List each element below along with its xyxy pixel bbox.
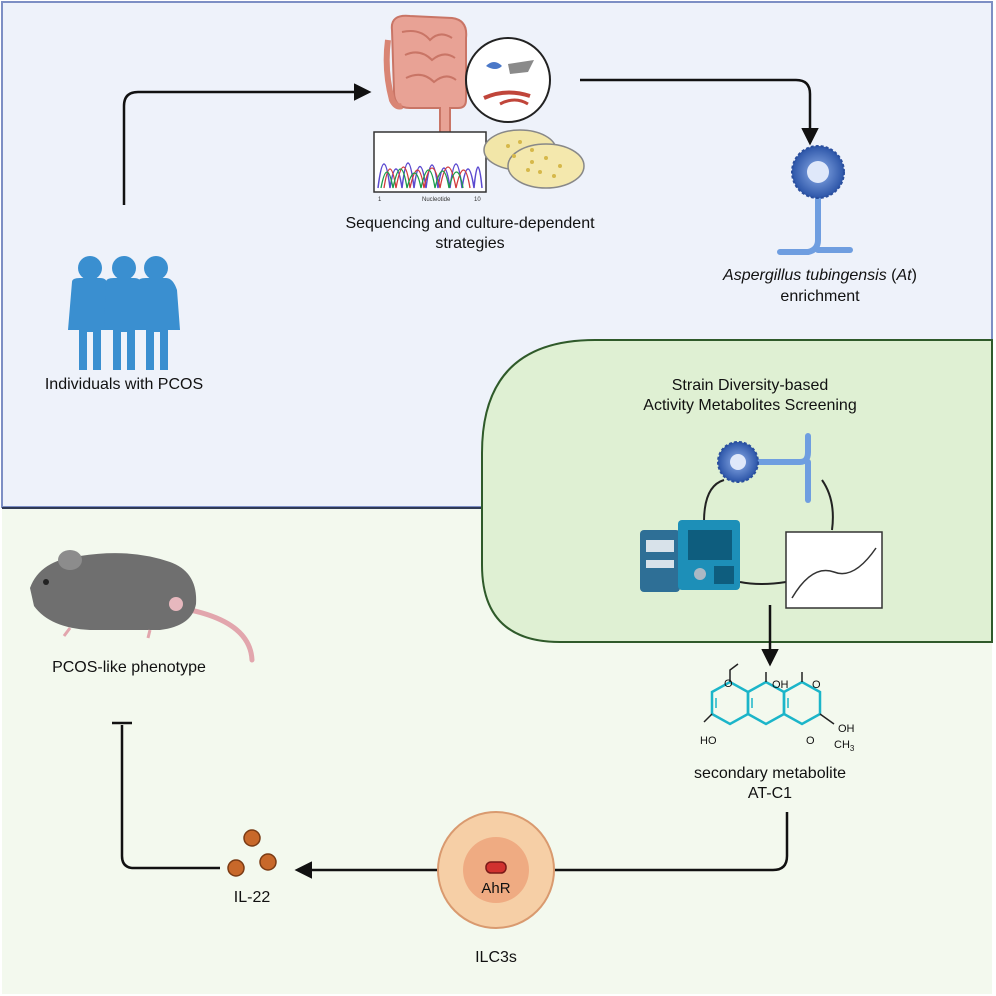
intestine-icon xyxy=(383,14,468,141)
molecule-ho-left: HO xyxy=(700,735,717,747)
inhibit-il22-to-phenotype xyxy=(120,725,220,870)
arrow-sequencing-to-aspergillus xyxy=(580,78,819,146)
molecule-bonds xyxy=(703,663,835,725)
fungus-icon xyxy=(777,145,853,255)
molecule-oh-top: OH xyxy=(772,679,789,691)
molecule-keto-o: O xyxy=(812,679,821,691)
label-ahr: AhR xyxy=(481,880,511,897)
label-phenotype: PCOS-like phenotype xyxy=(52,659,206,676)
chromatogram-axis-end: 10 xyxy=(474,197,481,203)
label-ilc3s: ILC3s xyxy=(475,949,517,966)
label-enrichment: enrichment xyxy=(780,288,860,305)
screening-fungus-icon xyxy=(717,433,811,503)
microbe-circle-icon xyxy=(465,37,551,123)
label-metabolite-line1: secondary metabolite xyxy=(693,765,847,782)
molecule-oh-right: OH xyxy=(838,723,855,735)
mass-spec-instrument-icon xyxy=(640,520,740,592)
arrow-pcos-to-sequencing xyxy=(122,83,372,205)
label-pcos-individuals: Individuals with PCOS xyxy=(44,376,204,393)
molecule-methoxy-o: O xyxy=(724,678,733,690)
label-sequencing-line2: strategies xyxy=(435,235,505,252)
label-screening-line1: Strain Diversity-based xyxy=(671,377,829,394)
label-metabolite-line2: AT-C1 xyxy=(747,785,793,802)
inhibit-metabolite-to-ahr xyxy=(524,812,789,872)
mouse-icon xyxy=(30,550,255,663)
chromatogram-axis-label: Nucleotide xyxy=(422,197,451,203)
screening-cycle-line xyxy=(703,479,834,585)
chromatogram-icon: 1 Nucleotide 10 xyxy=(373,131,487,203)
molecule-ring-o: O xyxy=(806,735,815,747)
label-sequencing-line1: Sequencing and culture-dependent xyxy=(345,215,595,232)
curve-plot-icon xyxy=(785,531,883,609)
ilc3-cell-icon xyxy=(437,811,555,929)
microbe-details xyxy=(483,60,534,106)
label-screening-line2: Activity Metabolites Screening xyxy=(643,397,857,414)
label-il22: IL-22 xyxy=(233,889,271,906)
label-species: Aspergillus tubingensis (At) xyxy=(723,267,917,284)
people-icon xyxy=(68,256,180,370)
petri-dish-icon xyxy=(483,129,585,189)
il22-particles-icon xyxy=(227,829,277,877)
chromatogram-axis-start: 1 xyxy=(378,197,382,203)
molecule-ch3: CH3 xyxy=(834,739,855,753)
